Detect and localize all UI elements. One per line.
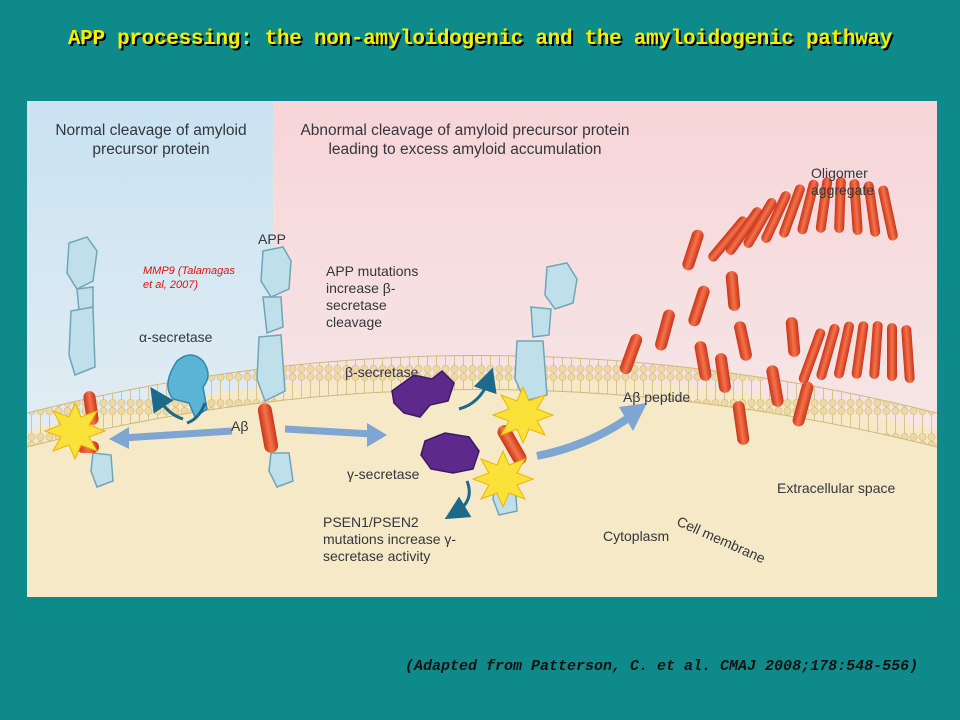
- cytoplasm-region: [27, 373, 937, 597]
- pathway-arrow-right: [284, 425, 373, 438]
- app-processing-diagram: Normal cleavage of amyloid precursor pro…: [27, 101, 937, 597]
- alpha-secretase-enzyme: [167, 354, 209, 419]
- app-protein-center: [256, 246, 294, 488]
- alpha-secretase-label: α-secretase: [139, 329, 213, 345]
- app-mutations-label: APP mutations increase β-secretase cleav…: [326, 263, 419, 330]
- gamma-secretase-enzyme: [420, 432, 480, 474]
- pathway-arrow-peptide: [536, 415, 630, 460]
- beta-secretase-label: β-secretase: [345, 364, 419, 380]
- oligomer-aggregate-bottom: [798, 321, 915, 384]
- pathway-arrow-left: [121, 427, 233, 442]
- abeta-peptides: [619, 229, 814, 445]
- abnormal-cleavage-heading: Abnormal cleavage of amyloid precursor p…: [300, 122, 630, 158]
- app-protein-left: [66, 236, 114, 488]
- beta-secretase-enzyme: [391, 369, 455, 418]
- citation: (Adapted from Patterson, C. et al. CMAJ …: [405, 658, 919, 675]
- oligomer-aggregate-top: [708, 177, 898, 262]
- normal-cleavage-heading: Normal cleavage of amyloid precursor pro…: [55, 122, 247, 158]
- abeta-center: [257, 403, 279, 453]
- app-label: APP: [258, 231, 287, 247]
- psen-mutations-label: PSEN1/PSEN2 mutations increase γ-secreta…: [323, 514, 457, 564]
- diagram-artwork: [27, 101, 937, 597]
- cytoplasm-label: Cytoplasm: [603, 528, 670, 544]
- mmp9-note: MMP9 (Talamagas et al, 2007): [143, 265, 235, 291]
- rotation-arrow-icon: [150, 387, 184, 421]
- oligomer-aggregate-label: Oligomer aggregate: [811, 165, 875, 198]
- abeta-peptide-label: Aβ peptide: [623, 389, 691, 405]
- slide-title: APP processing: the non-amyloidogenic an…: [67, 28, 893, 51]
- extracellular-space-label: Extracellular space: [777, 480, 896, 496]
- abeta-label: Aβ: [231, 418, 249, 434]
- abeta-right: [497, 425, 527, 465]
- gamma-secretase-label: γ-secretase: [347, 466, 420, 482]
- cleavage-burst-icon: [43, 401, 107, 461]
